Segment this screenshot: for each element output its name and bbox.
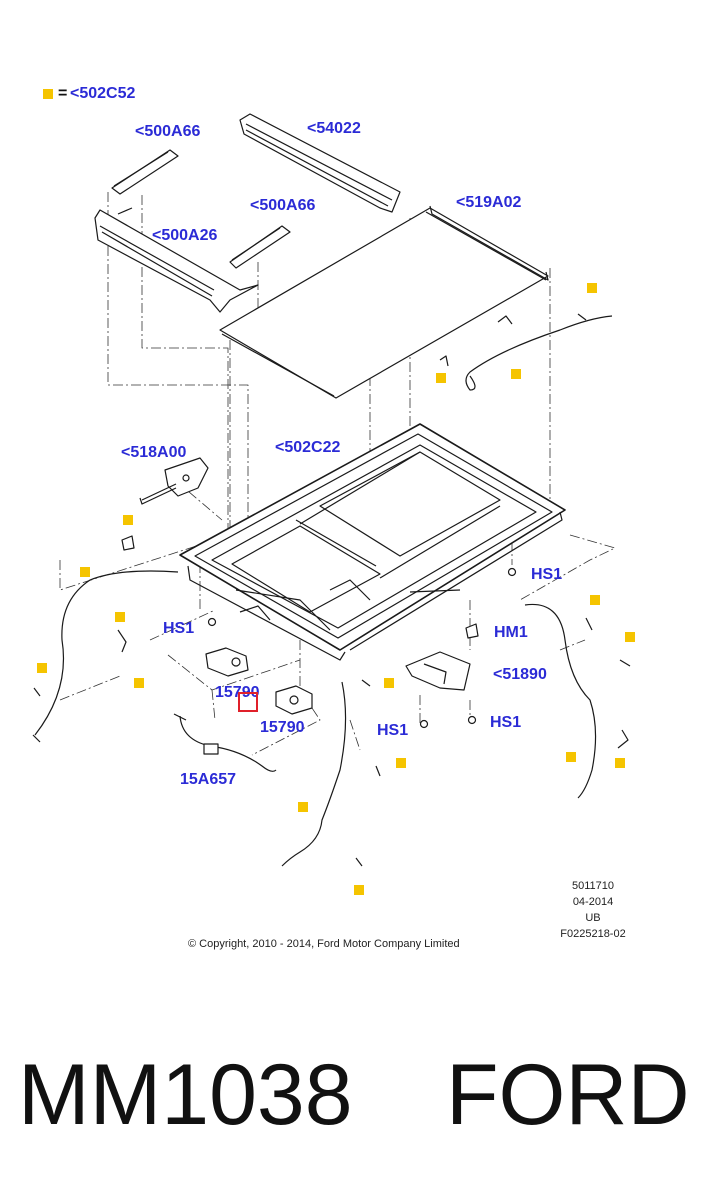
trim-strip-mid xyxy=(229,225,291,269)
highlight-box xyxy=(238,692,258,712)
copyright-notice: © Copyright, 2010 - 2014, Ford Motor Com… xyxy=(188,938,460,950)
label-54022: <54022 xyxy=(307,120,361,137)
marker-icon xyxy=(587,283,597,293)
marker-icon xyxy=(625,632,635,642)
marker-icon xyxy=(511,369,521,379)
label-500A26: <500A26 xyxy=(152,227,218,244)
label-519A02: <519A02 xyxy=(456,194,522,211)
label-500A66-top: <500A66 xyxy=(135,123,201,140)
reinforcement-bracket xyxy=(405,651,471,691)
metadata-line-3: UB xyxy=(585,912,601,924)
marker-icon xyxy=(115,612,125,622)
label-500A66-mid: <500A66 xyxy=(250,197,316,214)
label-HS1-right: HS1 xyxy=(531,566,563,583)
motor-bracket xyxy=(139,457,209,505)
marker-icon xyxy=(134,678,144,688)
label-HS1-bottom-left: HS1 xyxy=(377,722,409,739)
front-panel xyxy=(94,207,259,313)
caption-part-number: MM1038 xyxy=(18,1047,353,1143)
sunroof-motor-a xyxy=(205,647,249,677)
label-15A657: 15A657 xyxy=(180,771,237,788)
wind-deflector xyxy=(239,113,401,213)
legend-code: <502C52 xyxy=(70,85,136,102)
marker-icon xyxy=(298,802,308,812)
drain-hose-rear-center xyxy=(281,679,381,867)
marker-icon xyxy=(566,752,576,762)
label-15790-b: 15790 xyxy=(260,719,305,736)
metadata-line-1: 5011710 xyxy=(571,880,614,892)
label-HS1-bottom-right: HS1 xyxy=(490,714,522,731)
marker-icon xyxy=(123,515,133,525)
legend-equals: = xyxy=(58,85,68,102)
marker-icon xyxy=(396,758,406,768)
label-15790-a: 15790 xyxy=(215,684,260,701)
leader-lines xyxy=(59,192,616,756)
glass-panel xyxy=(219,205,549,399)
metadata-line-4: F0225218-02 xyxy=(560,928,626,940)
sunroof-exploded-diagram xyxy=(32,113,631,867)
marker-icon xyxy=(37,663,47,673)
legend-marker-icon xyxy=(43,89,53,99)
label-51890: <51890 xyxy=(493,666,547,683)
sunroof-motor-b xyxy=(275,685,313,715)
marker-icon xyxy=(384,678,394,688)
label-518A00: <518A00 xyxy=(121,444,187,461)
marker-icon xyxy=(615,758,625,768)
sunroof-frame xyxy=(179,423,566,661)
wiring-harness xyxy=(173,713,277,772)
caption-brand: FORD xyxy=(446,1047,690,1143)
drain-hose-front-right xyxy=(465,313,613,391)
drain-hose-front-left xyxy=(32,570,179,743)
drawing-metadata: 5011710 04-2014 UB F0225218-02 xyxy=(555,878,631,942)
marker-icon xyxy=(436,373,446,383)
metadata-line-2: 04-2014 xyxy=(572,896,614,908)
marker-icon xyxy=(590,595,600,605)
fasteners xyxy=(121,355,517,729)
label-HM1: HM1 xyxy=(494,624,528,641)
drain-hose-rear-right xyxy=(524,603,631,799)
label-HS1-left: HS1 xyxy=(163,620,195,637)
trim-strip-top xyxy=(111,149,179,195)
marker-icon xyxy=(80,567,90,577)
label-502C22: <502C22 xyxy=(275,439,341,456)
marker-icon xyxy=(354,885,364,895)
